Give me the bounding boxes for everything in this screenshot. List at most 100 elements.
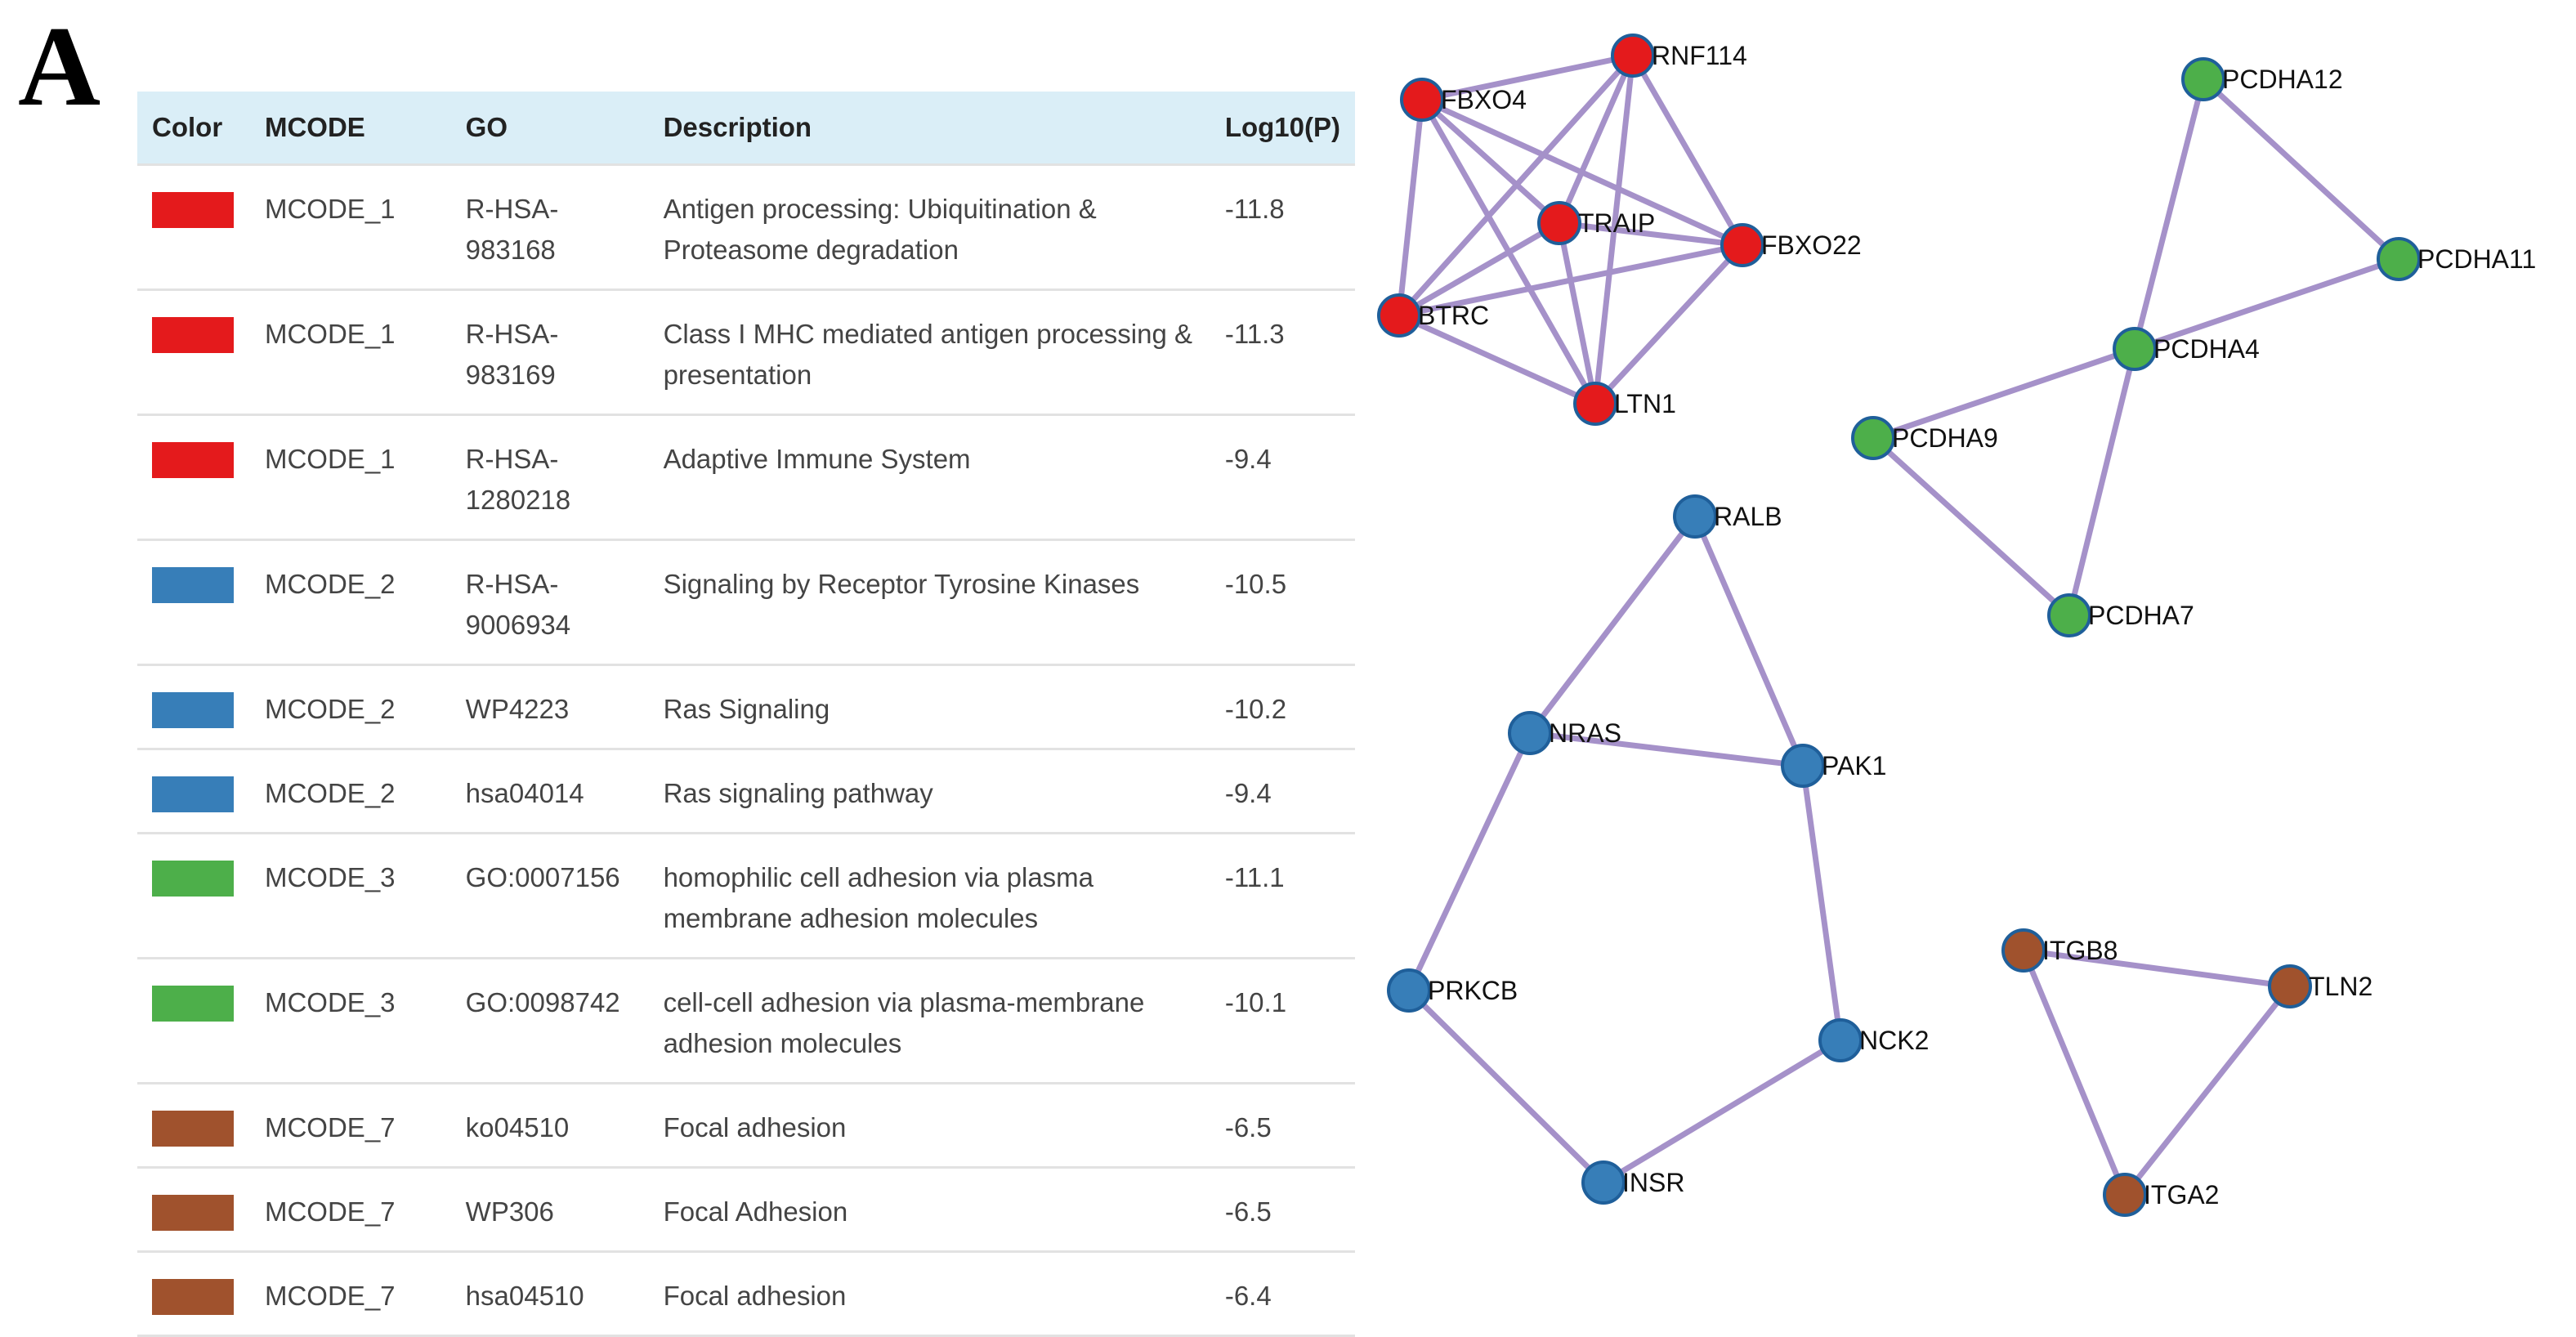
go-cell: hsa04510 xyxy=(450,1250,649,1337)
node-ralb xyxy=(1673,494,1717,539)
edge-itgb8-tln2 xyxy=(2020,947,2293,990)
header-mcode: MCODE xyxy=(264,112,365,142)
node-label-ltn1: LTN1 xyxy=(1614,389,1676,418)
header-log10p: Log10(P) xyxy=(1224,112,1340,142)
color-swatch xyxy=(152,192,234,228)
node-nck2 xyxy=(1818,1018,1863,1062)
go-cell: R-HSA-9006934 xyxy=(450,539,649,665)
go-cell: GO:0007156 xyxy=(450,832,649,959)
node-label-rnf114: RNF114 xyxy=(1652,41,1747,70)
go-cell: GO:0098742 xyxy=(450,957,649,1084)
node-label-pcdha11: PCDHA11 xyxy=(2417,244,2536,274)
go-cell: WP306 xyxy=(450,1166,649,1252)
header-description: Description xyxy=(663,112,812,142)
edge-fbxo22-ltn1 xyxy=(1592,242,1746,407)
color-cell xyxy=(137,1250,250,1337)
log10p-cell: -6.5 xyxy=(1210,1082,1355,1168)
node-label-prkcb: PRKCB xyxy=(1428,976,1518,1005)
edge-rnf114-fbxo22 xyxy=(1630,52,1746,248)
description-cell: Focal Adhesion xyxy=(648,1166,1210,1252)
color-swatch xyxy=(152,1111,234,1147)
color-cell xyxy=(137,832,250,959)
edge-ralb-nras xyxy=(1527,513,1698,736)
go-cell: R-HSA-983169 xyxy=(450,288,649,415)
color-cell xyxy=(137,414,250,540)
enrichment-table: Color MCODE GO Description Log10(P) MCOD… xyxy=(137,92,1355,1337)
log10p-cell: -9.4 xyxy=(1210,748,1355,834)
node-label-nck2: NCK2 xyxy=(1859,1026,1929,1055)
go-cell: R-HSA-983168 xyxy=(450,163,649,290)
edge-fbxo4-fbxo22 xyxy=(1419,96,1746,248)
node-itgb8 xyxy=(2001,928,2046,973)
mcode-cell: MCODE_2 xyxy=(249,748,451,834)
color-cell xyxy=(137,288,250,415)
color-swatch xyxy=(152,442,234,478)
color-swatch xyxy=(152,1279,234,1315)
log10p-cell: -11.3 xyxy=(1210,288,1355,415)
log10p-cell: -10.1 xyxy=(1210,957,1355,1084)
edge-rnf114-fbxo4 xyxy=(1419,52,1636,103)
panel-label: A xyxy=(18,3,101,130)
node-label-traip: TRAIP xyxy=(1578,208,1655,238)
node-label-itgb8: ITGB8 xyxy=(2042,936,2118,965)
node-pcdha12 xyxy=(2181,57,2225,101)
color-cell xyxy=(137,163,250,290)
node-layer: RNF114FBXO4TRAIPFBXO22BTRCLTN1PCDHA12PCD… xyxy=(1377,34,2536,1217)
node-nras xyxy=(1508,711,1552,755)
description-cell: Ras Signaling xyxy=(648,664,1210,749)
go-cell: ko04510 xyxy=(450,1082,649,1168)
log10p-cell: -10.2 xyxy=(1210,664,1355,749)
color-swatch xyxy=(152,776,234,812)
node-label-pcdha9: PCDHA9 xyxy=(1892,423,1998,453)
edge-traip-ltn1 xyxy=(1556,220,1599,407)
node-label-ralb: RALB xyxy=(1714,502,1782,531)
edge-nck2-insr xyxy=(1600,1037,1844,1186)
edge-fbxo22-btrc xyxy=(1396,242,1746,319)
color-cell xyxy=(137,1166,250,1252)
description-cell: Adaptive Immune System xyxy=(648,414,1210,540)
node-label-btrc: BTRC xyxy=(1418,301,1489,330)
description-cell: Focal adhesion xyxy=(648,1250,1210,1337)
log10p-cell: -10.5 xyxy=(1210,539,1355,665)
color-swatch xyxy=(152,1195,234,1231)
description-cell: Class I MHC mediated antigen processing … xyxy=(648,288,1210,415)
node-pcdha11 xyxy=(2377,237,2421,281)
node-label-fbxo4: FBXO4 xyxy=(1441,85,1527,114)
edge-itgb8-itga2 xyxy=(2020,947,2128,1198)
edge-pcdha4-pcdha7 xyxy=(2066,346,2138,619)
edge-rnf114-traip xyxy=(1556,52,1636,226)
header-go: GO xyxy=(465,112,508,142)
node-label-tln2: TLN2 xyxy=(2309,972,2373,1001)
mcode-cell: MCODE_3 xyxy=(249,832,451,959)
color-cell xyxy=(137,957,250,1084)
mcode-cell: MCODE_1 xyxy=(249,163,451,290)
description-cell: cell-cell adhesion via plasma-membrane a… xyxy=(648,957,1210,1084)
mcode-cell: MCODE_2 xyxy=(249,539,451,665)
edge-pcdha12-pcdha4 xyxy=(2131,76,2207,352)
node-fbxo22 xyxy=(1720,223,1764,267)
node-tln2 xyxy=(2268,964,2312,1008)
node-btrc xyxy=(1377,293,1421,338)
color-cell xyxy=(137,664,250,749)
node-pcdha7 xyxy=(2047,593,2091,637)
edge-pak1-nck2 xyxy=(1800,762,1844,1044)
go-cell: hsa04014 xyxy=(450,748,649,834)
node-traip xyxy=(1537,201,1581,245)
node-ltn1 xyxy=(1573,382,1617,426)
description-cell: homophilic cell adhesion via plasma memb… xyxy=(648,832,1210,959)
go-cell: R-HSA-1280218 xyxy=(450,414,649,540)
color-swatch xyxy=(152,861,234,897)
node-prkcb xyxy=(1387,968,1431,1013)
edge-pcdha9-pcdha7 xyxy=(1870,435,2073,619)
edge-ralb-pak1 xyxy=(1692,513,1806,769)
mcode-cell: MCODE_7 xyxy=(249,1250,451,1337)
node-pcdha4 xyxy=(2113,327,2157,371)
log10p-cell: -6.5 xyxy=(1210,1166,1355,1252)
color-swatch xyxy=(152,986,234,1022)
node-label-itga2: ITGA2 xyxy=(2144,1180,2219,1210)
